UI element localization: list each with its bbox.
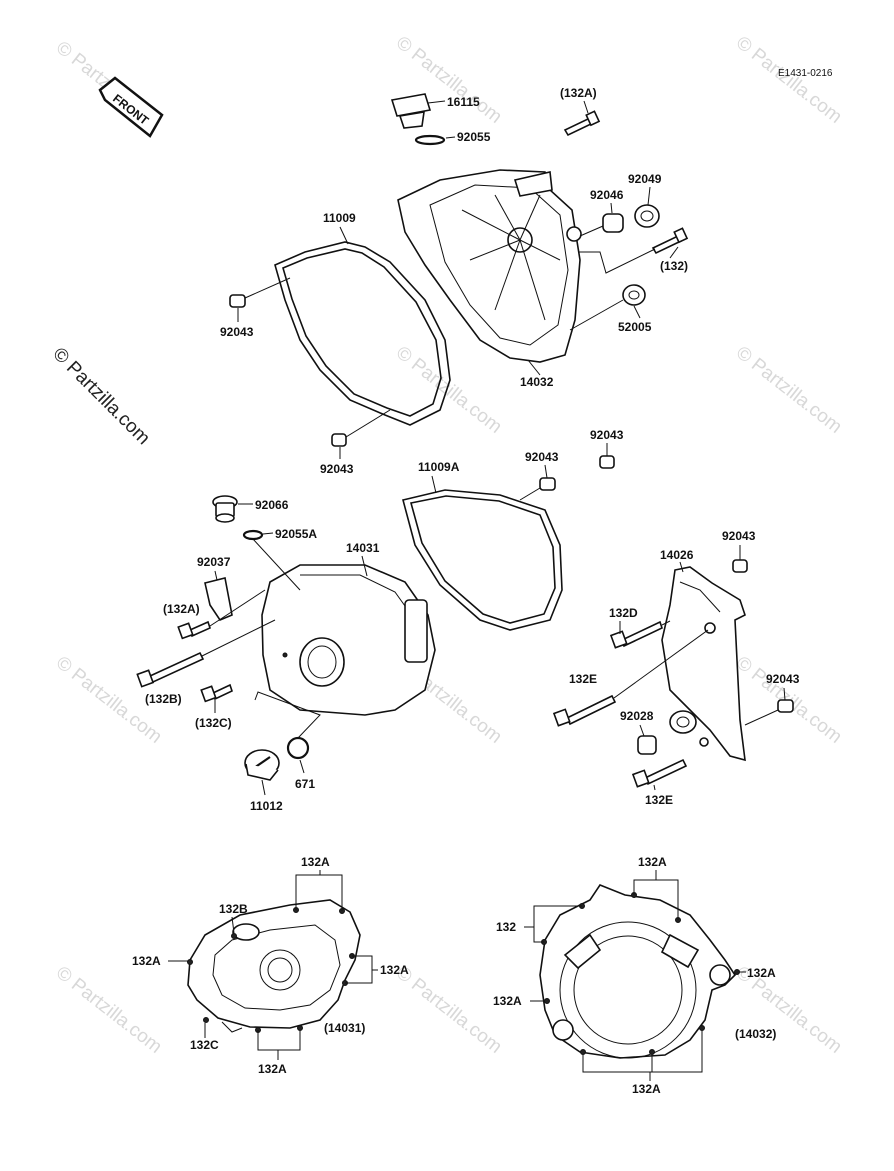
right-engine-cover: [397, 169, 582, 363]
label-132a-mid: (132A): [163, 602, 200, 616]
outer-cover-14026: [661, 566, 746, 762]
bolt: [609, 620, 663, 649]
label-132a-top: (132A): [560, 86, 597, 100]
bolt: [177, 620, 211, 640]
left-engine-cover: [261, 564, 436, 716]
label-16115: 16115: [447, 95, 480, 109]
label-11012: 11012: [250, 799, 283, 813]
dowel-pin: [539, 477, 556, 491]
oil-seal: [622, 284, 646, 306]
dowel-pin: [331, 433, 347, 447]
label-92055a: 92055A: [275, 527, 317, 541]
bolt: [200, 683, 233, 703]
watermark: © Partzilla.com: [52, 962, 166, 1057]
label-132c: 132C: [190, 1038, 219, 1052]
timing-cap: [244, 749, 280, 781]
label-92043-f: 92043: [766, 672, 800, 686]
drain-plug: [212, 495, 238, 523]
label-92043-e: 92043: [722, 529, 756, 543]
label-92046: 92046: [590, 188, 624, 202]
dowel-pin: [732, 559, 748, 573]
label-132a-mid-left: 132A: [493, 994, 522, 1008]
cover-ref-14032: (14032): [735, 1027, 776, 1041]
label-132a-right: 132A: [380, 963, 409, 977]
watermark: © Partzilla.com: [732, 342, 846, 437]
gasket-11009: [274, 241, 451, 426]
right-cover-bolt-map: [539, 884, 740, 1059]
label-14026: 14026: [660, 548, 694, 562]
label-132e-b: 132E: [645, 793, 673, 807]
side-watermark: © Partzilla.com: [48, 344, 153, 449]
watermark: © Partzilla.com: [392, 342, 506, 437]
watermark: © Partzilla.com: [732, 32, 846, 127]
label-132c: (132C): [195, 716, 232, 730]
long-bolt: [136, 651, 205, 688]
label-132a-bottom: 132A: [632, 1082, 661, 1096]
dowel-pin: [229, 294, 246, 308]
label-92043-d: 92043: [525, 450, 559, 464]
label-132e-a: 132E: [569, 672, 597, 686]
label-132a-top: 132A: [638, 855, 667, 869]
label-92043-a: 92043: [220, 325, 254, 339]
bolt: [651, 227, 689, 255]
label-92055: 92055: [457, 130, 491, 144]
watermark: © Partzilla.com: [392, 962, 506, 1057]
label-14032: 14032: [520, 375, 554, 389]
label-11009a: 11009A: [418, 460, 460, 474]
label-14031: 14031: [346, 541, 380, 555]
label-92049: 92049: [628, 172, 662, 186]
label-132d: 132D: [609, 606, 638, 620]
label-132b: 132B: [219, 902, 248, 916]
gasket-11009a: [402, 489, 563, 631]
bearing: [634, 204, 660, 228]
cover-ref-14031: (14031): [324, 1021, 365, 1035]
label-132a-left: 132A: [132, 954, 161, 968]
bolt: [563, 110, 601, 137]
front-arrow-icon: FRONT: [98, 76, 164, 138]
filler-cap: [390, 93, 432, 129]
o-ring: [286, 736, 310, 760]
bolt: [631, 758, 688, 788]
label-132a-bottom: 132A: [258, 1062, 287, 1076]
dowel-pin: [599, 455, 615, 469]
diagram-code: E1431-0216: [778, 68, 833, 79]
label-132a-right: 132A: [747, 966, 776, 980]
label-92028: 92028: [620, 709, 654, 723]
bushing: [602, 213, 624, 233]
label-52005: 52005: [618, 320, 652, 334]
grommet: [669, 710, 697, 734]
left-cover-bolt-map: [187, 899, 361, 1033]
label-92043-c: 92043: [590, 428, 624, 442]
label-671: 671: [295, 777, 315, 791]
spacer: [637, 735, 657, 755]
o-ring: [242, 529, 264, 541]
label-11009: 11009: [323, 211, 356, 225]
label-132-left: 132: [496, 920, 516, 934]
label-92066: 92066: [255, 498, 289, 512]
clamp: [204, 577, 233, 621]
dowel-pin: [777, 699, 794, 713]
o-ring: [414, 134, 446, 146]
label-132a-top: 132A: [301, 855, 330, 869]
long-bolt: [552, 694, 617, 727]
label-132b: (132B): [145, 692, 182, 706]
label-132-right: (132): [660, 259, 688, 273]
label-92043-b: 92043: [320, 462, 354, 476]
label-92037: 92037: [197, 555, 231, 569]
